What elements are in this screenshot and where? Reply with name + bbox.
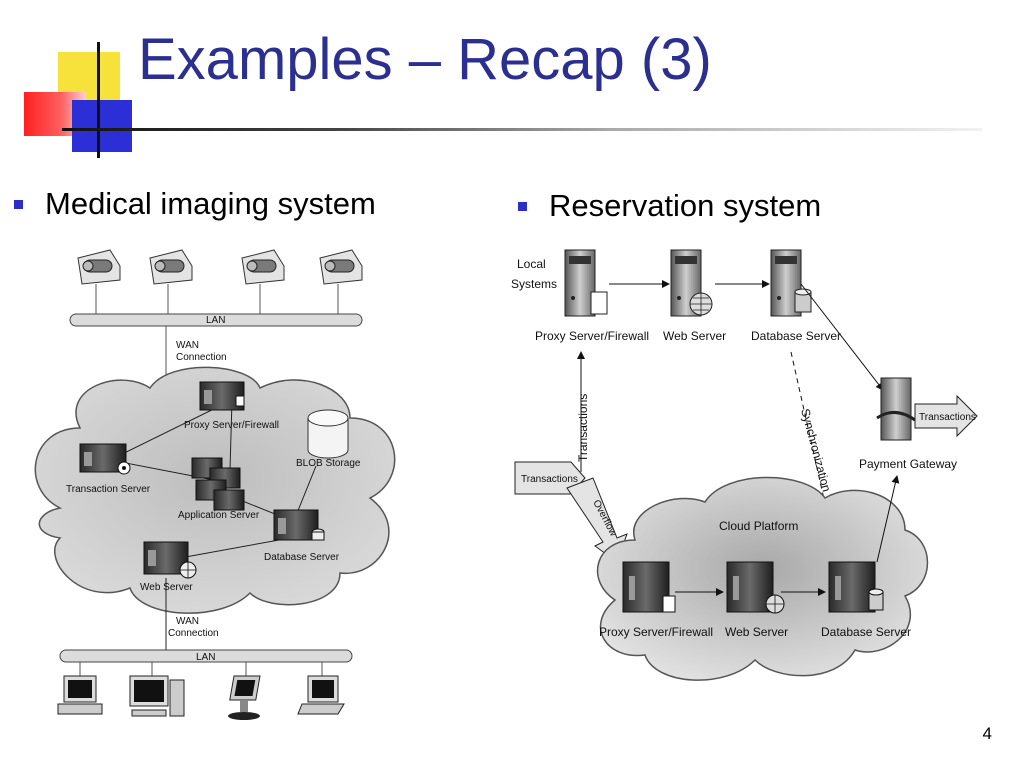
blob-label: BLOB Storage bbox=[296, 458, 361, 469]
workstation-icon bbox=[57, 675, 103, 715]
lan-top-label: LAN bbox=[206, 315, 225, 326]
proxy-server-top-icon bbox=[564, 249, 608, 317]
web-label: Web Server bbox=[140, 582, 193, 593]
database-server-bottom-icon bbox=[828, 561, 884, 613]
bullet-medical: Medical imaging system bbox=[14, 186, 376, 222]
local-label-1: Local bbox=[517, 257, 546, 271]
transactions-in-label: Transactions bbox=[521, 474, 578, 485]
proxy-bottom-label: Proxy Server/Firewall bbox=[599, 625, 713, 639]
web-server-top-icon bbox=[670, 249, 713, 317]
application-label: Application Server bbox=[178, 510, 260, 521]
bullet-reservation: Reservation system bbox=[518, 188, 821, 224]
laptop-icon bbox=[297, 675, 345, 715]
decor-vertical-line bbox=[97, 42, 100, 158]
local-label-2: Systems bbox=[511, 277, 557, 291]
slide-title: Examples – Recap (3) bbox=[138, 27, 712, 92]
application-server-cluster-icon bbox=[191, 457, 245, 511]
proxy-label: Proxy Server/Firewall bbox=[184, 420, 279, 431]
wan-bottom-label-2: Connection bbox=[168, 628, 219, 639]
scanner-icon bbox=[149, 249, 193, 285]
thin-client-icon bbox=[228, 675, 261, 720]
web-server-bottom-icon bbox=[726, 561, 785, 614]
web-bottom-label: Web Server bbox=[725, 625, 788, 639]
payment-gateway-icon bbox=[876, 377, 916, 441]
database-label: Database Server bbox=[264, 552, 340, 563]
payment-label: Payment Gateway bbox=[859, 457, 957, 471]
db-top-label: Database Server bbox=[751, 329, 841, 343]
synchronization-label: Synchronization bbox=[798, 407, 834, 493]
imaging-scanners bbox=[77, 249, 363, 285]
database-server-icon bbox=[273, 509, 325, 541]
wan-top-label-1: WAN bbox=[176, 340, 199, 351]
reservation-system-diagram: Local Systems Proxy Server/Firewall Web … bbox=[511, 249, 978, 681]
web-top-label: Web Server bbox=[663, 329, 726, 343]
medical-imaging-diagram: LAN WAN Connection Proxy Server/Firewall… bbox=[34, 249, 396, 720]
transactions-out-arrow bbox=[914, 394, 978, 438]
transactions-vertical-label: Transactions bbox=[576, 394, 590, 462]
desktop-computer-icon bbox=[129, 675, 185, 717]
title-underline bbox=[62, 128, 982, 131]
web-server-icon bbox=[143, 541, 197, 579]
scanner-icon bbox=[241, 249, 285, 285]
database-server-top-icon bbox=[770, 249, 812, 317]
bullet-reservation-text: Reservation system bbox=[549, 188, 822, 223]
transaction-label: Transaction Server bbox=[66, 484, 151, 495]
proxy-top-label: Proxy Server/Firewall bbox=[535, 329, 649, 343]
bullet-square-icon bbox=[14, 199, 23, 209]
lan-bar-bottom bbox=[59, 649, 353, 663]
blob-storage-icon bbox=[307, 409, 349, 459]
proxy-server-bottom-icon bbox=[622, 561, 676, 613]
wan-top-label-2: Connection bbox=[176, 352, 227, 363]
scanner-icon bbox=[319, 249, 363, 285]
scanner-icon bbox=[77, 249, 121, 285]
transactions-out-label: Transactions bbox=[919, 412, 976, 423]
bullet-medical-text: Medical imaging system bbox=[45, 186, 376, 221]
transaction-server-icon bbox=[79, 443, 131, 475]
lan-bar-top bbox=[69, 313, 363, 327]
bullet-square-icon bbox=[518, 201, 527, 211]
lan-bottom-label: LAN bbox=[196, 652, 215, 663]
decor-blue-square bbox=[72, 100, 132, 152]
proxy-server-icon bbox=[199, 381, 245, 411]
cloud-label: Cloud Platform bbox=[719, 519, 798, 533]
page-number: 4 bbox=[982, 724, 992, 743]
wan-bottom-label-1: WAN bbox=[176, 616, 199, 627]
db-bottom-label: Database Server bbox=[821, 625, 911, 639]
